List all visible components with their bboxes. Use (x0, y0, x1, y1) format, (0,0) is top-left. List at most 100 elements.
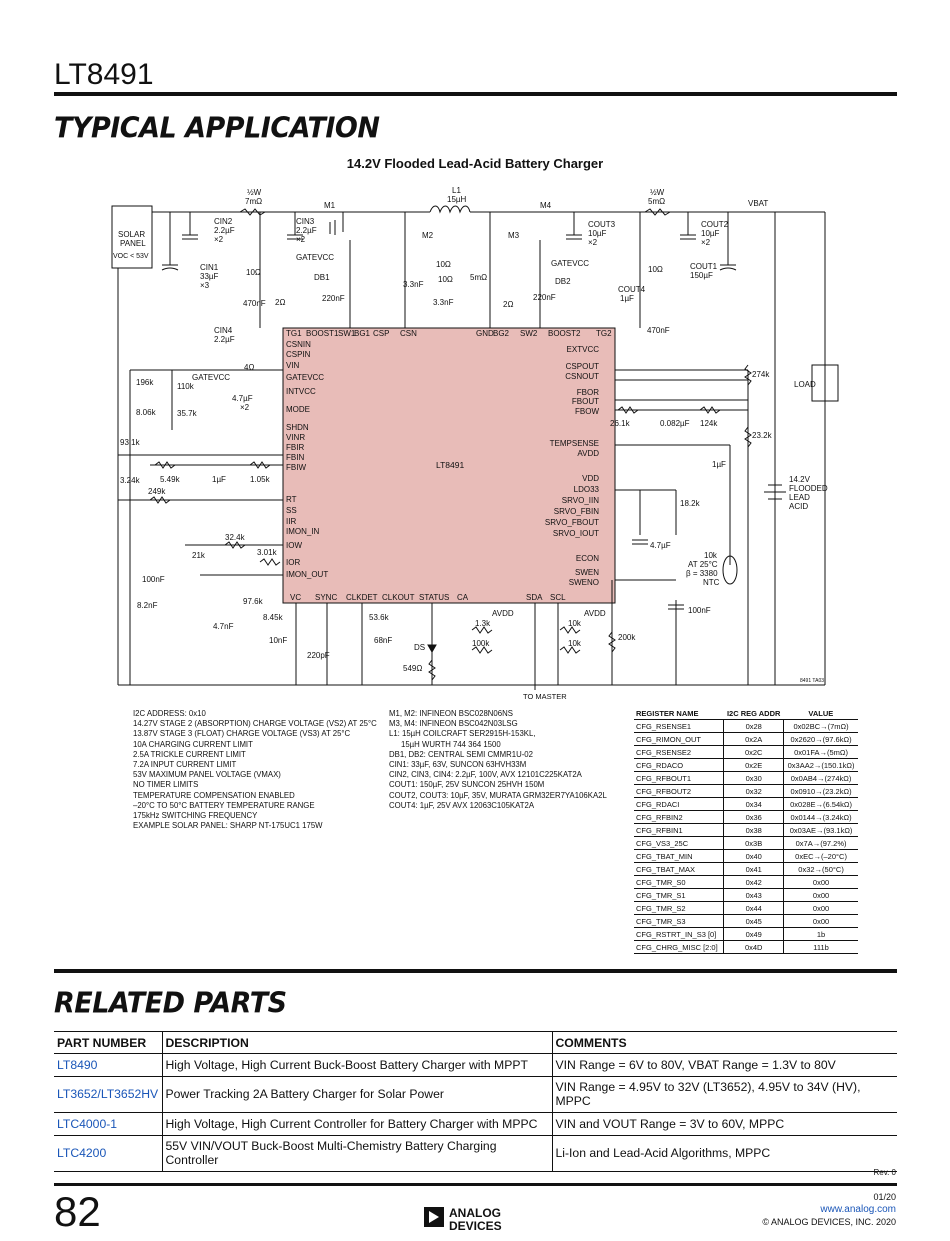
pin-label-right: SWEN (575, 568, 599, 577)
component-value: 10nF (269, 636, 287, 645)
l1-label-1: L1 (452, 186, 461, 195)
reg-addr-cell: 0x40 (723, 849, 785, 863)
part-number-link[interactable]: LTC4000-1 (57, 1116, 118, 1131)
part-number-cell: LT8490 (54, 1053, 162, 1077)
pin-label-left: IIR (286, 517, 296, 526)
pin-label-left: SS (286, 506, 297, 515)
pin-label-left: FBIN (286, 453, 304, 462)
db2-label: DB2 (555, 277, 571, 286)
part-number-link[interactable]: LT8490 (57, 1057, 98, 1072)
note-line: 15µH WURTH 744 364 1500 (401, 739, 501, 749)
component-value: 220nF (322, 294, 345, 303)
pin-label-right: SW2 (520, 329, 538, 338)
cin3-label: CIN3 (296, 217, 315, 226)
reg-value-cell: 0x03AE→(93.1kΩ) (783, 823, 858, 837)
cout1-label: COUT1 (690, 262, 718, 271)
pin-label-left: IMON_OUT (286, 570, 328, 579)
rin-label-2: 7mΩ (245, 197, 262, 206)
solar-label-2: PANEL (120, 239, 146, 248)
note-line: 10A CHARGING CURRENT LIMIT (133, 739, 253, 749)
pin-label-right: AVDD (577, 449, 599, 458)
part-number-link[interactable]: LTC4200 (57, 1146, 107, 1160)
pin-label-right: CSPOUT (566, 362, 599, 371)
component-value: 5.49k (160, 475, 181, 484)
part-number-cell: LTC4200 (54, 1135, 162, 1172)
cout3-label: COUT3 (588, 220, 616, 229)
part-number-link[interactable]: LT3652/LT3652HV (57, 1087, 159, 1101)
component-value: 1µF (212, 475, 226, 484)
header-rule (54, 92, 897, 96)
gatevcc-label-1: GATEVCC (296, 253, 334, 262)
reg-addr-cell: 0x34 (723, 797, 785, 811)
pin-label-left: VIN (286, 361, 300, 370)
reg-addr-cell: 0x42 (723, 875, 785, 889)
cin3-value: 2.2µF (296, 226, 317, 235)
reg-name-cell: CFG_RDACI (634, 797, 724, 811)
load-label: LOAD (794, 380, 816, 389)
pin-label-right: BOOST2 (548, 329, 581, 338)
component-value: 470nF (647, 326, 670, 335)
ntc-label-2: AT 25°C (688, 560, 718, 569)
reg-addr-cell: 0x41 (723, 862, 785, 876)
reg-value-cell: 0x0910→(23.2kΩ) (783, 784, 858, 798)
note-line: 13.87V STAGE 3 (FLOAT) CHARGE VOLTAGE (V… (133, 729, 351, 739)
reg-name-cell: CFG_TMR_S3 (634, 914, 724, 928)
note-line: 2.5A TRICKLE CURRENT LIMIT (133, 749, 246, 759)
component-value: 10Ω (436, 260, 451, 269)
component-value: 110k (177, 382, 195, 391)
pin-label-right: VDD (582, 474, 599, 483)
reg-value-cell: 0x3AA2→(150.1kΩ) (783, 758, 858, 772)
reg-addr-cell: 0x32 (723, 784, 785, 798)
rel-header-part: PART NUMBER (54, 1031, 162, 1054)
avdd-label-2: AVDD (584, 609, 606, 618)
component-value: 100k (472, 639, 490, 648)
pin-label-right: SRVO_IOUT (553, 529, 599, 538)
pin-label-bottom: CLKOUT (382, 593, 415, 602)
reg-value-cell: 0x2620→(97.6kΩ) (783, 732, 858, 746)
reg-addr-cell: 0x36 (723, 810, 785, 824)
reg-name-cell: CFG_RFBIN2 (634, 810, 724, 824)
component-value: 1.05k (250, 475, 271, 484)
cout1-value: 150µF (690, 271, 713, 280)
solar-label-1: SOLAR (118, 230, 145, 239)
component-value: 4Ω (244, 363, 254, 372)
reg-value-cell: 0xEC→(–20°C) (783, 849, 858, 863)
component-value: 10k (568, 619, 582, 628)
rin-label-1: ½W (247, 188, 262, 197)
cout2-mult: ×2 (701, 238, 711, 247)
pin-label-left: CSNIN (286, 340, 311, 349)
component-value: 10Ω (438, 275, 453, 284)
note-line: I2C ADDRESS: 0x10 (133, 709, 206, 718)
reg-value-cell: 0x0144→(3.24kΩ) (783, 810, 858, 824)
pin-label-right: EXTVCC (567, 345, 600, 354)
reg-name-cell: CFG_RFBOUT2 (634, 784, 724, 798)
ds-label: DS (414, 643, 425, 652)
component-value: 4.7µF (232, 394, 253, 403)
reg-header-name: REGISTER NAME (634, 708, 724, 720)
component-value: 124k (700, 419, 718, 428)
component-value: 26.1k (610, 419, 631, 428)
pin-label-right: FBOR (577, 388, 599, 397)
reg-header-value: VALUE (783, 708, 858, 720)
section-title-typical-application: TYPICAL APPLICATION (54, 112, 380, 145)
cin2-mult: ×2 (214, 235, 224, 244)
cin1-value: 33µF (200, 272, 219, 281)
pin-label-left: CSPIN (286, 350, 311, 359)
analog-devices-logo: ANALOG DEVICES (424, 1203, 534, 1238)
reg-name-cell: CFG_TMR_S1 (634, 888, 724, 902)
ntc-label-4: NTC (703, 578, 720, 587)
component-value: 1.3k (475, 619, 491, 628)
note-line: 7.2A INPUT CURRENT LIMIT (133, 760, 237, 770)
footer-url-link[interactable]: www.analog.com (820, 1203, 896, 1215)
